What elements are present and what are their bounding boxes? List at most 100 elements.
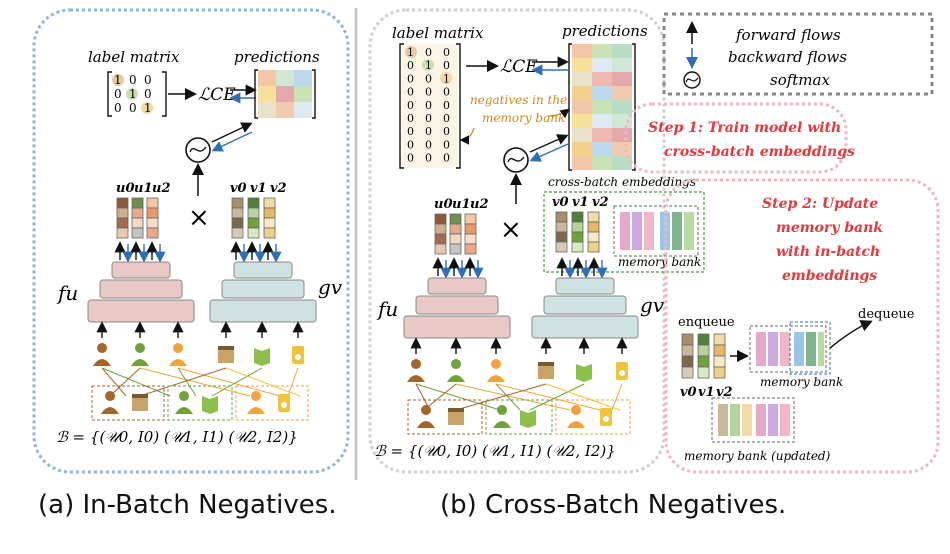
queue-v2: v2 [716,385,733,400]
panel-b-label-matrix-title: label matrix [392,24,484,42]
panel-b-predictions-title: predictions [562,22,648,40]
step2-line3: with in-batch [776,244,880,260]
label-matrix-cell: 0 [129,73,137,87]
panel-a-fu-label: fu [56,281,78,305]
prediction-cell [612,100,632,114]
panel-b-batch-pairs [407,399,631,435]
prediction-cell [592,100,612,114]
label-matrix-cell: 0 [407,72,414,85]
user-icon [93,343,111,366]
label-matrix-cell: 0 [407,152,414,165]
softmax-icon [683,71,701,89]
panel-b-user-encoder [403,277,511,339]
prediction-cell [612,58,632,72]
panel-b-memory-bank-label: memory bank [618,255,701,269]
panel-b-gv-label: gv [640,293,665,317]
panel-a-predictions-title: predictions [234,48,320,66]
label-matrix-cell: 0 [407,86,414,99]
panel-a-item-icons [218,346,304,366]
panel-b-v0: v0 [552,195,569,210]
prediction-cell [612,72,632,86]
label-matrix-cell: 1 [144,101,152,115]
label-matrix-cell: 0 [425,72,432,85]
prediction-cell [572,156,592,170]
caption-b: (b) Cross-Batch Negatives. [440,490,787,520]
prediction-cell [612,142,632,156]
legend-softmax: softmax [770,71,830,89]
label-matrix-cell: 0 [425,86,432,99]
prediction-cell [592,142,612,156]
prediction-cell [592,114,612,128]
panel-b-predictions-grid [568,43,636,171]
prediction-cell [612,156,632,170]
prediction-cell [612,114,632,128]
panel-b-softmax-icon [503,147,529,173]
label-matrix-cell: 0 [407,138,414,151]
label-matrix-cell: 0 [443,125,450,138]
label-matrix-cell: 0 [443,46,450,59]
label-matrix-cell: 0 [425,125,432,138]
panel-b-memory-bank [613,205,699,257]
queue-memory-bank-label: memory bank [760,375,843,389]
label-matrix-cell: 0 [407,112,414,125]
panel-b-fu-label: fu [376,297,398,321]
prediction-cell [592,58,612,72]
prediction-cell [572,72,592,86]
label-matrix-cell: 0 [425,138,432,151]
panel-a-loss: ℒCE [198,85,236,105]
enqueue-embeddings [681,333,726,379]
queue-v0: v0 [680,385,697,400]
label-matrix-cell: 1 [129,87,137,101]
panel-a-v0: v0 [230,181,247,196]
panel-a-u0: u0 [116,181,135,196]
prediction-cell [572,58,592,72]
step2-line2: memory bank [776,220,883,236]
panel-a-item-embeddings [231,197,276,239]
prediction-cell [612,128,632,142]
panel-b-item-icons [538,362,628,382]
panel-a-u1: u1 [134,181,153,196]
updated-memory-bank-label: memory bank (updated) [684,449,831,463]
label-matrix-cell: 0 [407,99,414,112]
panel-a-gv-label: gv [318,275,343,299]
label-matrix-cell: 0 [443,86,450,99]
panel-b-v2: v2 [592,195,609,210]
panel-b-loss: ℒCE [500,57,538,77]
panel-b-item-encoder [531,277,639,339]
prediction-cell [572,44,592,58]
label-matrix-cell: 0 [407,59,414,72]
prediction-cell [572,114,592,128]
panel-b-negatives-note-1: negatives in the [470,93,567,107]
step1-line2: cross-batch embeddings [664,144,855,160]
panel-a-frame [32,8,350,474]
label-matrix-cell: 1 [407,46,414,59]
book-icon [254,348,270,366]
user-icon [131,343,149,366]
panel-a-batch-pairs [91,385,309,421]
prediction-cell [612,44,632,58]
label-matrix-cell: 0 [407,125,414,138]
label-matrix-cell: 0 [114,87,122,101]
panel-a-times-icon: × [188,203,210,233]
panel-b-cross-batch-box [543,191,705,273]
user-icon [447,359,465,382]
panel-b-frame [368,8,666,474]
queue-v1: v1 [698,385,715,400]
speaker-icon [292,346,304,364]
user-icon [487,359,505,382]
panel-b-item-embeddings [555,211,600,253]
panel-a-v2: v2 [270,181,287,196]
prediction-cell [592,72,612,86]
panel-b-v1: v1 [572,195,589,210]
panel-a-flow-arrows [114,241,282,263]
label-matrix-cell: 1 [443,72,450,85]
prediction-cell [612,86,632,100]
step2-line1: Step 2: Update [762,196,878,212]
panel-a-batch-formula: ℬ = {(𝒰0, I0) (𝒰1, I1) (𝒰2, I2)} [56,428,298,446]
panel-a-label-matrix-title: label matrix [88,48,180,66]
panel-b-user-embeddings [434,213,477,255]
label-matrix-cell: 1 [425,59,432,72]
